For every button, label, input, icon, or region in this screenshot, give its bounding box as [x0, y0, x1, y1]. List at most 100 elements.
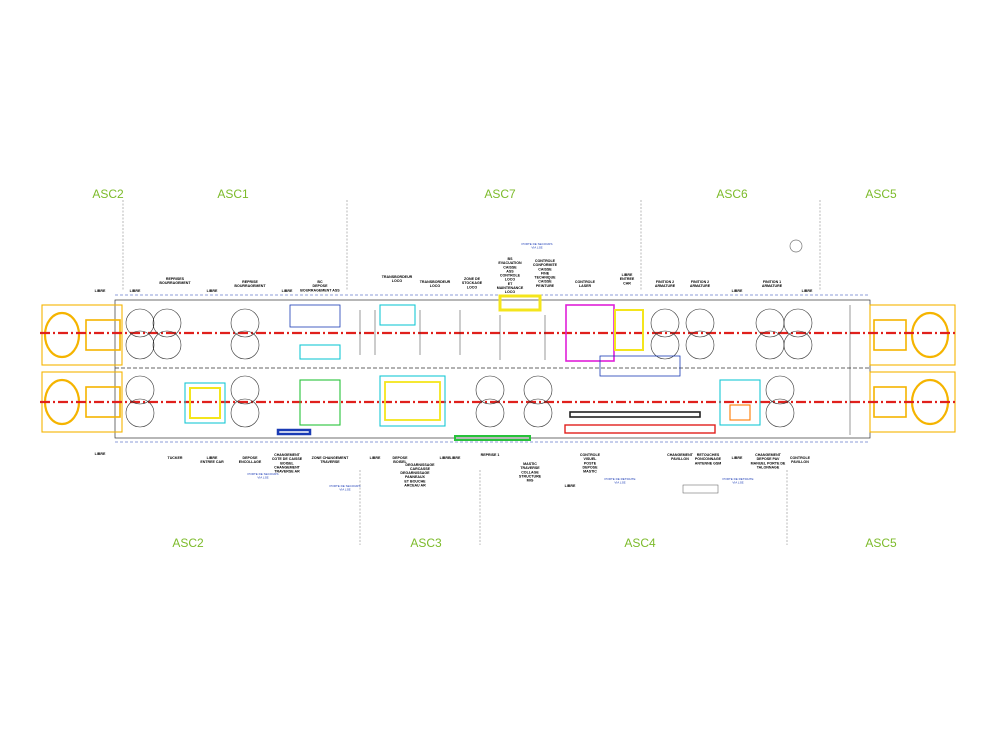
zone-label-top-asc2: ASC2: [92, 187, 124, 201]
label-line: ANTENNE GSM: [695, 461, 722, 465]
equipment-cyan-3: [379, 304, 416, 326]
label-line: ZONE DE: [464, 277, 481, 281]
equipment-yellow-2: [384, 381, 441, 421]
label-line: BOISEL: [393, 460, 407, 464]
turntable-top-13: [783, 308, 813, 338]
label-line: STRUCTURE: [519, 474, 542, 478]
zone-label-bottom-asc2: ASC2: [172, 536, 204, 550]
label-line: VIA LSE: [732, 480, 743, 484]
label-line: COLLAGE: [521, 470, 539, 474]
equipment-yellow-1: [189, 387, 221, 419]
label-line: TECHNIQUE: [534, 276, 556, 280]
turntable-top-3: [152, 308, 182, 338]
building-outline: [114, 299, 871, 439]
label-line: FINITION 2: [691, 280, 709, 284]
station-bottom-15: LIBRE: [565, 484, 576, 488]
station-top-4: LIBRE: [207, 289, 218, 293]
equipment-blue-1: [289, 304, 341, 328]
label-line: BOURRAGEMENT ASS: [300, 288, 340, 292]
label-line: PORTE DE RETRAITE: [723, 477, 754, 481]
label-line: VIA LSE: [614, 480, 625, 484]
label-line: TRAVERSE: [520, 466, 540, 470]
label-line: RETOUCHES: [697, 453, 720, 457]
label-line: BS: [508, 257, 514, 261]
turntable-bottom-5: [475, 375, 505, 405]
label-line: REPRISES: [166, 277, 185, 281]
label-line: TRANSBORDEUR: [420, 280, 451, 284]
zone-label-top-asc5: ASC5: [865, 187, 897, 201]
label-line: CONTROLE: [575, 280, 596, 284]
equipment-cyan-2: [379, 375, 446, 427]
turntable-top-7: [650, 308, 680, 338]
label-line: CONTROLE: [580, 453, 601, 457]
label-line: CARCASSE: [410, 467, 431, 471]
station-top-17: LIBRE: [732, 289, 743, 293]
turntable-top-4: [152, 330, 182, 360]
label-line: ARMATURE: [762, 284, 783, 288]
label-line: DEPOSE: [243, 456, 259, 460]
equipment-blue-2: [599, 355, 681, 377]
label-line: ASS: [506, 269, 514, 273]
label-line: POSTE: [584, 461, 597, 465]
label-line: VIA LSE: [531, 245, 542, 249]
label-line: PAVILLON: [791, 460, 809, 464]
label-line: LIBRE: [207, 456, 218, 460]
equipment-green-2: [454, 435, 531, 441]
label-line: LOCO: [505, 278, 516, 282]
turntable-top-9: [685, 308, 715, 338]
station-top-2: LIBRE: [130, 289, 141, 293]
station-top-6: LIBRE: [282, 289, 293, 293]
label-line: LIBRE: [622, 273, 633, 277]
label-line: DEPOSE PAV: [757, 457, 780, 461]
station-bottom-12: LIBRE: [450, 456, 461, 460]
equipment-blue-3: [276, 428, 312, 436]
label-line: TRAVERSE AR: [274, 470, 300, 474]
zone-label-top-asc6: ASC6: [716, 187, 748, 201]
zone-label-bottom-asc3: ASC3: [410, 536, 442, 550]
label-line: LASER: [579, 284, 592, 288]
turntable-top-6: [230, 330, 260, 360]
label-line: ARCEAU AR: [404, 483, 426, 487]
scale-box: [682, 484, 719, 494]
label-line: BOURRAGEMENT: [159, 281, 191, 285]
label-line: CONTROLE: [500, 274, 521, 278]
label-line: DEPOSE: [313, 284, 329, 288]
equipment-cyan-1: [184, 382, 226, 424]
station-bottom-1: LIBRE: [95, 452, 106, 456]
turntable-top-5: [230, 308, 260, 338]
equipment-yellow-3: [614, 309, 644, 351]
label-line: ENCOLLAGE: [239, 460, 262, 464]
rail-axes: [40, 331, 955, 404]
bogie-area-right: [869, 304, 956, 433]
label-line: PAVILLON: [671, 457, 689, 461]
label-line: LOCO: [392, 279, 403, 283]
label-line: CHANGEMENT: [274, 453, 301, 457]
label-line: COTE DE CAISSE: [272, 457, 303, 461]
label-line: TRAVERSE: [320, 460, 340, 464]
turntable-bottom-9: [765, 375, 795, 405]
label-line: PORTE DE SECOURS: [522, 242, 553, 246]
bogie-wheel-left-top: [43, 311, 81, 359]
label-line: ET: [508, 282, 513, 286]
label-line: LOCO: [505, 290, 516, 294]
bogie-truck-right-top: [873, 319, 907, 351]
station-bottom-10: LIBRE: [440, 456, 451, 460]
label-line: MIG: [527, 479, 534, 483]
label-line: MASTIC: [583, 470, 597, 474]
label-line: BOURRAGEMENT: [234, 284, 266, 288]
label-line: PEINTURE: [536, 284, 555, 288]
label-line: TRANSBORDEUR: [382, 275, 413, 279]
